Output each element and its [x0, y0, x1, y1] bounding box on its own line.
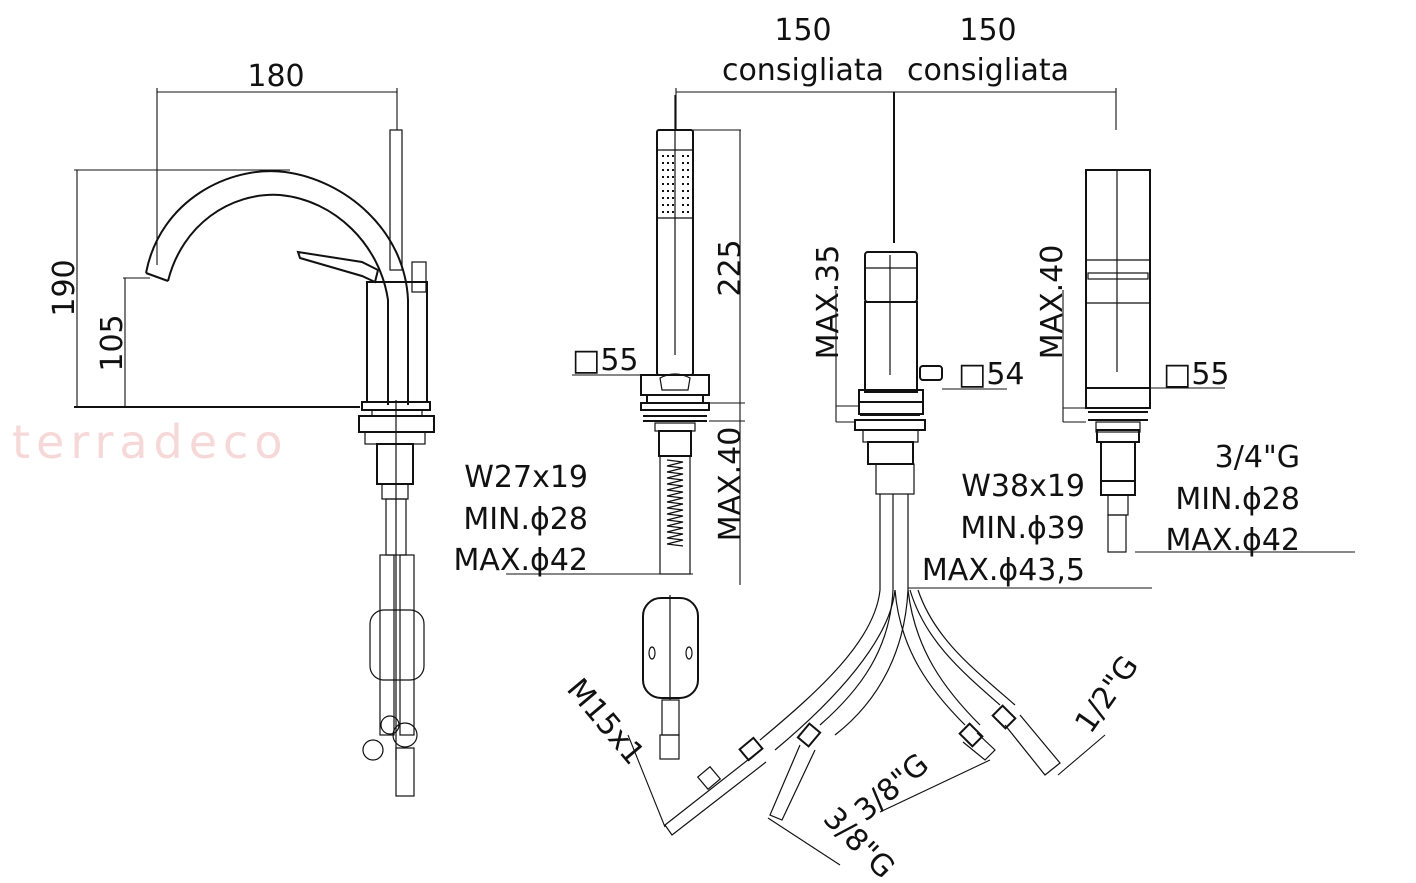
spray-nozzle-dot: [667, 169, 669, 171]
mixer-hole-min-label: MIN.ϕ28: [1175, 482, 1300, 517]
spray-nozzle-dot: [667, 162, 669, 164]
spray-nozzle-dot: [682, 162, 684, 164]
spray-nozzle-dot: [682, 155, 684, 157]
spacing-right-note: consigliata: [907, 53, 1069, 88]
spacing-left-note: consigliata: [722, 53, 884, 88]
spray-nozzle-dot: [682, 204, 684, 206]
spout-outlet-height-label: 105: [95, 314, 130, 371]
spray-nozzle-dot: [687, 162, 689, 164]
spray-nozzle-dot: [687, 211, 689, 213]
spout-height-label: 190: [47, 259, 82, 316]
spray-nozzle-dot: [667, 204, 669, 206]
spacing-dimensions: 150 consigliata 150 consigliata: [675, 13, 1117, 243]
spray-nozzle-dot: [662, 169, 664, 171]
spray-nozzle-dot: [687, 204, 689, 206]
handshower-deck-thickness-label: MAX.40: [713, 427, 748, 542]
spray-nozzle-dot: [667, 155, 669, 157]
spray-nozzle-dot: [662, 162, 664, 164]
spacing-right-value: 150: [959, 13, 1016, 48]
spray-nozzle-dot: [682, 197, 684, 199]
mixer-hole-max-label: MAX.ϕ42: [1166, 523, 1300, 558]
spray-nozzle-dot: [667, 197, 669, 199]
spray-nozzle-dot: [682, 211, 684, 213]
diverter-base-size-label: □54: [958, 357, 1025, 392]
spray-nozzle-dot: [687, 183, 689, 185]
diverter-view: MAX.35 □54 W38x19 MIN.ϕ39 MAX.ϕ43,5: [811, 245, 1152, 590]
handshower-hole-min-label: MIN.ϕ28: [463, 502, 588, 537]
mixer-deck-thickness-label: MAX.40: [1035, 245, 1070, 360]
watermark: terradeco: [12, 415, 288, 469]
spray-nozzle-dot: [687, 155, 689, 157]
spray-nozzle-dot: [662, 197, 664, 199]
spray-nozzle-dot: [662, 204, 664, 206]
spray-nozzle-dot: [667, 176, 669, 178]
hoses: M15x1 3/8"G 3/8"G 1/2"G: [559, 589, 1146, 883]
diverter-thread-label: W38x19: [961, 469, 1085, 504]
spray-nozzle-dot: [687, 197, 689, 199]
spray-nozzle-dot: [672, 162, 674, 164]
spray-nozzle-dot: [667, 183, 669, 185]
handshower-base-size-label: □55: [572, 343, 639, 378]
spray-nozzle-dot: [672, 197, 674, 199]
handshower-length-label: 225: [713, 239, 748, 296]
spout-side-view: 180 190 105: [47, 59, 435, 797]
spray-nozzle-dot: [672, 211, 674, 213]
spray-nozzle-dot: [682, 176, 684, 178]
spray-nozzle-dot: [672, 155, 674, 157]
spray-nozzle-dot: [662, 190, 664, 192]
spray-nozzle-dot: [667, 211, 669, 213]
spray-nozzle-dot: [672, 204, 674, 206]
spray-nozzle-dot: [672, 176, 674, 178]
handshower-view: 225 MAX.40 □55 W27x19 MIN.ϕ28 MAX.ϕ42: [454, 95, 748, 760]
handshower-hole-max-label: MAX.ϕ42: [454, 543, 588, 578]
diverter-hose-supply-label: 1/2"G: [1068, 650, 1146, 740]
diverter-deck-thickness-label: MAX.35: [811, 245, 846, 360]
spray-nozzle-dot: [662, 183, 664, 185]
spray-nozzle-dot: [662, 211, 664, 213]
spray-nozzle-dot: [687, 169, 689, 171]
handshower-hose-connection-label: M15x1: [559, 672, 651, 772]
diverter-hole-max-label: MAX.ϕ43,5: [922, 553, 1085, 588]
spray-nozzle-dot: [662, 155, 664, 157]
spray-nozzle-dot: [667, 190, 669, 192]
mixer-base-size-label: □55: [1163, 357, 1230, 392]
diverter-hose-right-label: 3/8"G: [848, 747, 936, 829]
spray-nozzle-dot: [672, 183, 674, 185]
mixer-view: MAX.40 □55 3/4"G MIN.ϕ28 MAX.ϕ42: [1035, 169, 1355, 558]
spray-nozzle-dot: [662, 176, 664, 178]
spray-nozzle-dot: [672, 190, 674, 192]
spray-nozzle-dot: [687, 190, 689, 192]
spray-nozzle-dot: [682, 190, 684, 192]
spacing-left-value: 150: [774, 13, 831, 48]
spray-nozzle-dot: [682, 183, 684, 185]
spout-width-label: 180: [247, 59, 304, 94]
mixer-thread-label: 3/4"G: [1215, 440, 1300, 475]
handshower-thread-label: W27x19: [464, 460, 588, 495]
diverter-hole-min-label: MIN.ϕ39: [960, 511, 1085, 546]
spray-nozzle-dot: [682, 169, 684, 171]
spray-nozzle-dot: [672, 169, 674, 171]
spray-nozzle-dot: [687, 176, 689, 178]
